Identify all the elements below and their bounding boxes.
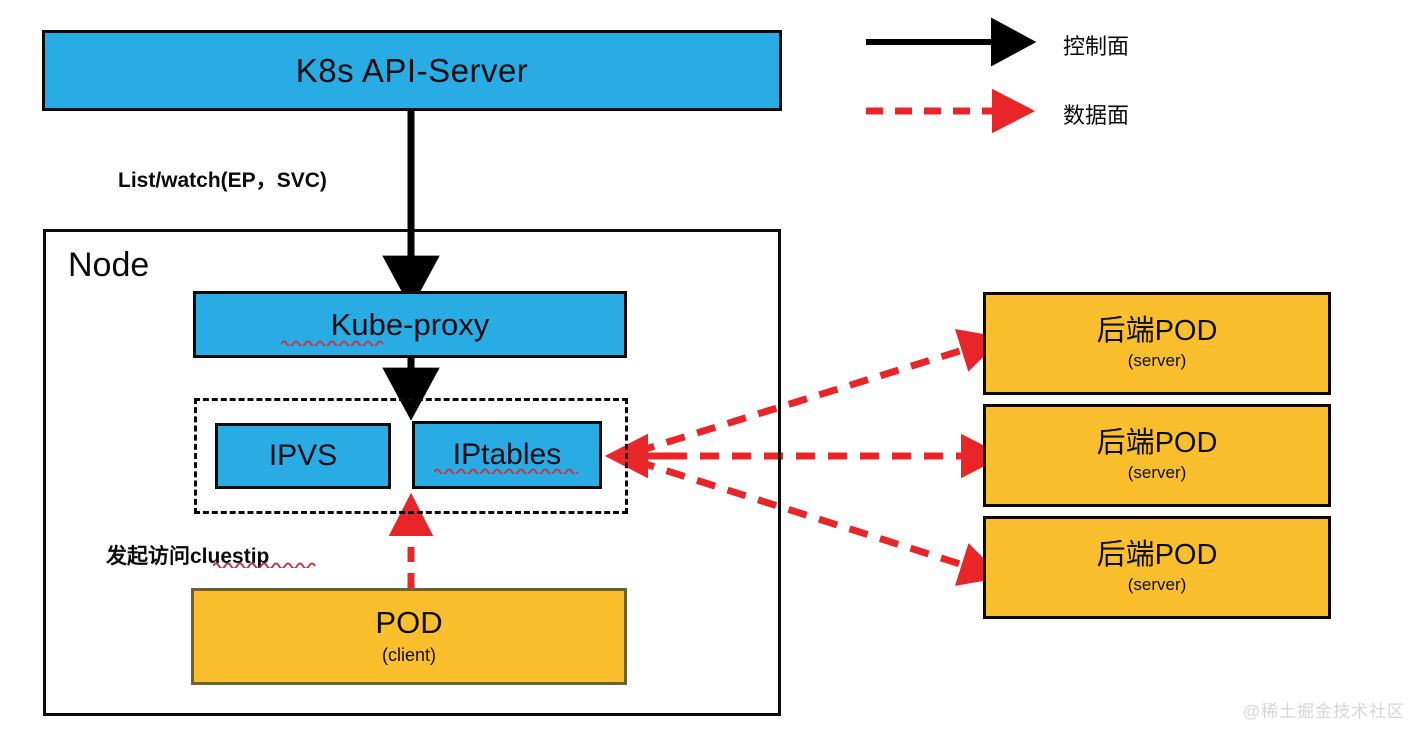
backend-pod-sublabel-2: (server): [1127, 462, 1187, 482]
backend-pod-sublabel-3: (server): [1127, 574, 1187, 594]
node-label: Node: [68, 246, 150, 284]
kube-proxy-label: Kube-proxy: [330, 306, 490, 342]
backend-pod-label-3: 后端POD: [1096, 539, 1218, 572]
ipvs-label: IPVS: [268, 439, 338, 472]
backend-pod-box-1: 后端POD (server): [983, 292, 1331, 395]
k8s-api-server-box: K8s API-Server: [42, 30, 782, 111]
backend-pod-sublabel-1: (server): [1127, 350, 1187, 370]
node-container: Node: [43, 229, 781, 716]
kube-proxy-box: Kube-proxy: [193, 291, 627, 358]
backend-pod-box-3: 后端POD (server): [983, 516, 1331, 619]
client-pod-sublabel: (client): [381, 645, 436, 666]
backend-pod-label-1: 后端POD: [1096, 315, 1218, 348]
iptables-box: IPtables: [412, 421, 602, 489]
proxy-mode-container: [194, 398, 628, 514]
legend-label-control-plane: 控制面: [1063, 34, 1130, 59]
client-access-edge-label: 发起访问cluestip: [106, 545, 270, 568]
legend-label-data-plane: 数据面: [1063, 103, 1130, 128]
list-watch-edge-label: List/watch(EP，SVC): [118, 169, 327, 192]
watermark: @稀土掘金技术社区: [1242, 702, 1405, 721]
client-pod-label: POD: [375, 604, 443, 640]
backend-pod-box-2: 后端POD (server): [983, 404, 1331, 507]
client-pod-box: POD (client): [191, 588, 627, 685]
k8s-api-server-label: K8s API-Server: [295, 51, 529, 89]
backend-pod-label-2: 后端POD: [1096, 427, 1218, 460]
iptables-label: IPtables: [452, 438, 562, 471]
ipvs-box: IPVS: [215, 423, 391, 489]
